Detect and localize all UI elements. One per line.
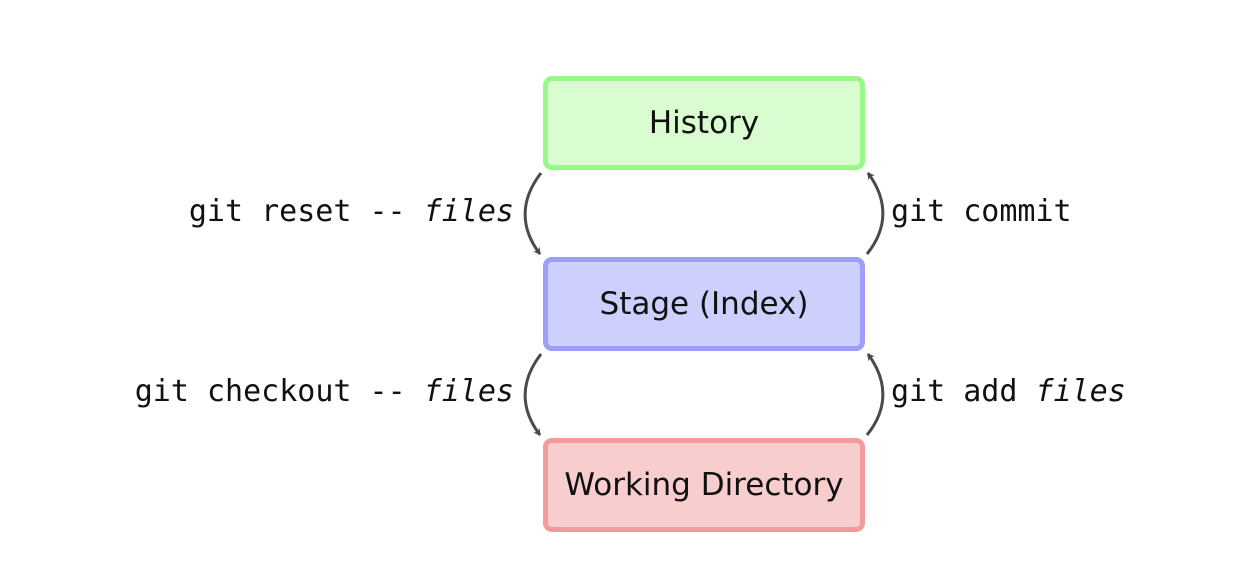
history-label: History	[648, 105, 760, 141]
reset-command-text: git reset --	[188, 194, 424, 229]
working-directory-label: Working Directory	[564, 467, 844, 503]
commit-command-label: git commit	[891, 197, 1072, 227]
history-box: History	[543, 76, 865, 170]
add-command-text: git add	[891, 374, 1036, 409]
checkout-command-label: git checkout -- files	[135, 377, 514, 407]
reset-command-label: git reset -- files	[189, 197, 514, 227]
commit-arrow	[865, 172, 885, 255]
checkout-command-arg: files	[423, 374, 514, 409]
stage-box: Stage (Index)	[543, 257, 865, 351]
stage-label: Stage (Index)	[599, 286, 809, 322]
checkout-command-text: git checkout --	[134, 374, 424, 409]
checkout-arrow	[523, 353, 543, 436]
add-command-label: git add files	[891, 377, 1126, 407]
add-command-arg: files	[1035, 374, 1126, 409]
reset-command-arg: files	[423, 194, 514, 229]
working-directory-box: Working Directory	[543, 438, 865, 532]
commit-command-text: git commit	[891, 194, 1072, 229]
add-arrow	[865, 353, 885, 436]
reset-arrow	[523, 172, 543, 255]
